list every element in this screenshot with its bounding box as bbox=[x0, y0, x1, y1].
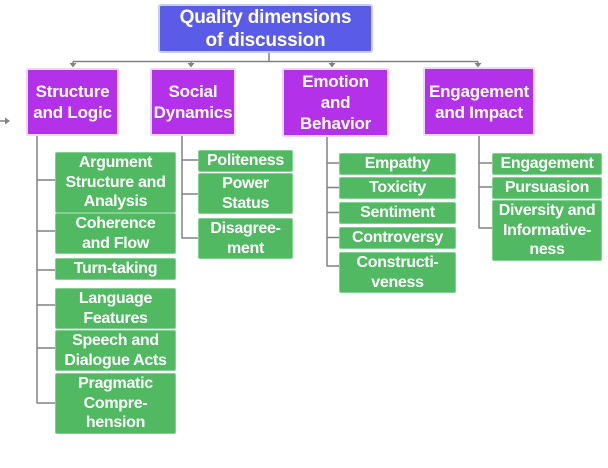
branch-node-engagement-and-impact: Engagement and Impact bbox=[423, 67, 535, 136]
branch1-leaf-lines bbox=[36, 136, 55, 404]
arrow-down-icon bbox=[187, 63, 195, 68]
branch2-leaf-lines bbox=[181, 136, 198, 239]
branch-node-emotion-and-behavior: Emotion and Behavior bbox=[282, 68, 389, 137]
leaf-node-controversy: Controversy bbox=[339, 227, 456, 249]
leaf-node-language-features: Language Features bbox=[55, 288, 176, 329]
root-node: Quality dimensions of discussion bbox=[158, 4, 373, 53]
leaf-node-constructiveness: Constructi- veness bbox=[339, 252, 456, 293]
leaf-node-diversity-and-informativeness: Diversity and Informative- ness bbox=[492, 200, 602, 261]
leaf-node-toxicity: Toxicity bbox=[339, 177, 456, 199]
leaf-node-coherence-and-flow: Coherence and Flow bbox=[55, 213, 176, 254]
leaf-node-politeness: Politeness bbox=[198, 150, 293, 172]
leaf-node-argument-structure-and-analysis: Argument Structure and Analysis bbox=[55, 152, 176, 213]
leaf-node-power-status: Power Status bbox=[198, 173, 293, 214]
leaf-node-sentiment: Sentiment bbox=[339, 202, 456, 224]
leaf-node-pursuasion: Pursuasion bbox=[492, 177, 602, 199]
arrow-down-icon bbox=[328, 63, 336, 68]
leaf-node-empathy: Empathy bbox=[339, 153, 456, 175]
branch-node-structure-and-logic: Structure and Logic bbox=[26, 68, 119, 136]
arrow-down-icon bbox=[474, 63, 482, 68]
leaf-node-disagreement: Disagree- ment bbox=[198, 218, 293, 259]
branch3-leaf-lines bbox=[326, 137, 339, 267]
leaf-node-engagement: Engagement bbox=[492, 153, 602, 175]
arrow-down-icon bbox=[69, 63, 77, 68]
arrow-right-icon bbox=[5, 117, 10, 125]
branch-node-social-dynamics: Social Dynamics bbox=[150, 68, 236, 136]
leaf-node-turn-taking: Turn-taking bbox=[55, 258, 176, 280]
leaf-node-speech-and-dialogue-acts: Speech and Dialogue Acts bbox=[55, 330, 176, 371]
branch4-leaf-lines bbox=[478, 136, 492, 229]
leaf-node-pragmatic-comprehension: Pragmatic Compre- hension bbox=[55, 373, 176, 434]
